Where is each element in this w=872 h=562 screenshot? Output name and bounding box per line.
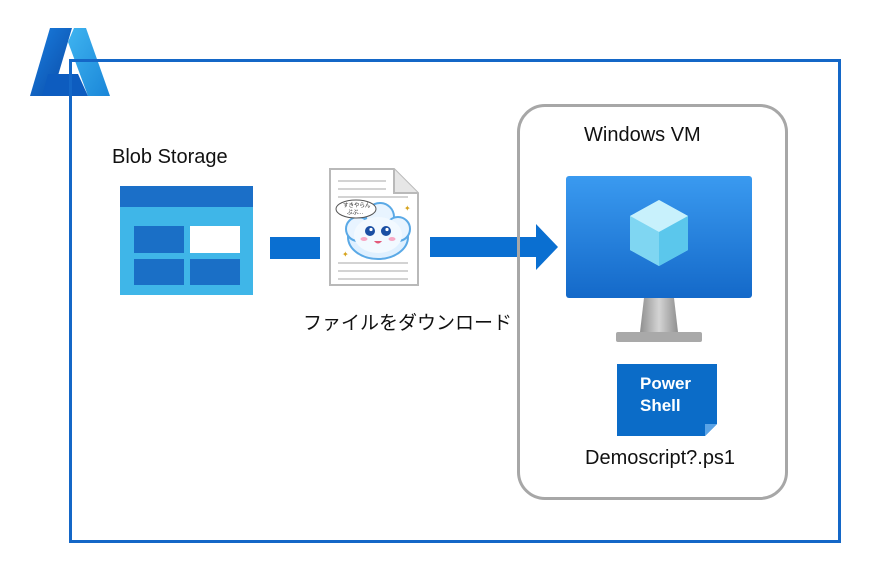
blob-storage-label: Blob Storage bbox=[112, 146, 228, 168]
powershell-line2: Shell bbox=[640, 396, 681, 415]
download-label: ファイルをダウンロード bbox=[303, 313, 513, 334]
powershell-line1: Power bbox=[640, 374, 691, 393]
bubble-text-line1: すきやらん bbox=[343, 201, 371, 209]
download-arrow bbox=[430, 224, 558, 270]
connector-bar bbox=[270, 237, 320, 259]
bubble-text-line2: ぷぷ... bbox=[347, 209, 363, 216]
windows-vm-container bbox=[517, 104, 788, 500]
blob-storage-icon bbox=[120, 186, 253, 295]
script-file-label: Demoscript?.ps1 bbox=[585, 447, 736, 469]
powershell-icon: Power Shell bbox=[617, 364, 717, 436]
svg-text:✦: ✦ bbox=[342, 250, 349, 259]
svg-text:✦: ✦ bbox=[404, 204, 411, 213]
document-icon: すきやらん ぷぷ... ✦ ✦ bbox=[328, 167, 420, 287]
windows-vm-label: Windows VM bbox=[584, 124, 701, 146]
virtual-machine-icon bbox=[566, 176, 752, 350]
azure-logo-icon bbox=[28, 24, 112, 100]
azure-boundary-frame bbox=[69, 59, 841, 543]
